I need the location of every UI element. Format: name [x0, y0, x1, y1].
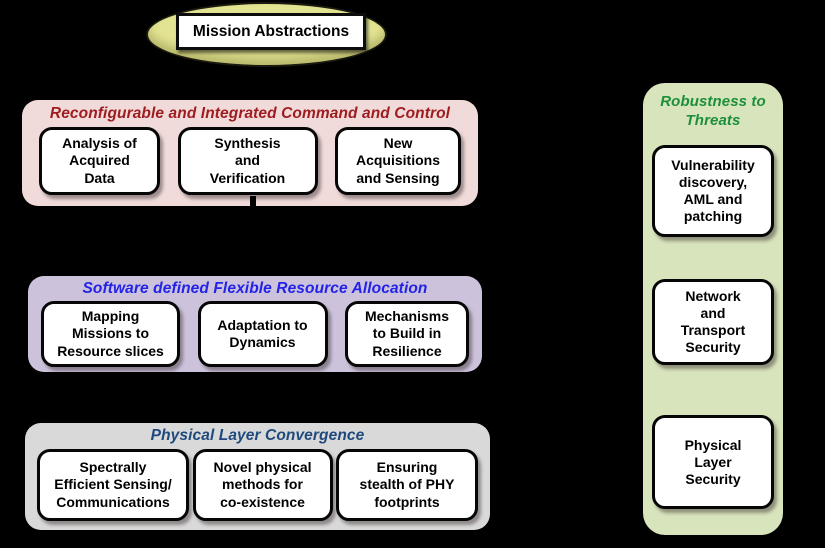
panel-robustness-to-threats-title: Robustness to Threats [660, 93, 766, 130]
node-vulnerability-discovery-aml-and-patching: Vulnerability discovery, AML and patchin… [652, 145, 774, 238]
node-new-acquisitions-and-sensing: New Acquisitions and Sensing [335, 127, 461, 195]
node-analysis-of-acquired-data: Analysis of Acquired Data [39, 127, 160, 195]
node-mapping-missions-to-resource-slices: Mapping Missions to Resource slices [41, 301, 180, 367]
panel-physical-layer-convergence-title: Physical Layer Convergence [150, 427, 365, 444]
panel-command-control-title: Reconfigurable and Integrated Command an… [49, 105, 451, 122]
node-spectrally-efficient-sensing-communications: Spectrally Efficient Sensing/ Communicat… [37, 449, 189, 521]
panel-command-control-boxes: Analysis of Acquired Data Synthesis and … [22, 123, 478, 195]
panel-robustness-to-threats: Robustness to Threats Vulnerability disc… [643, 83, 783, 535]
node-adaptation-to-dynamics: Adaptation to Dynamics [197, 301, 328, 367]
node-network-and-transport-security: Network and Transport Security [652, 279, 774, 366]
panel-resource-allocation: Software defined Flexible Resource Alloc… [28, 276, 482, 372]
mission-abstractions-label: Mission Abstractions [192, 22, 350, 40]
node-ensuring-stealth-of-phy-footprints: Ensuring stealth of PHY footprints [336, 449, 478, 521]
node-novel-physical-methods-for-coexistence: Novel physical methods for co-existence [192, 449, 333, 521]
panel-resource-allocation-title: Software defined Flexible Resource Alloc… [82, 280, 428, 297]
mission-abstractions-node: Mission Abstractions [176, 13, 366, 50]
panel-resource-allocation-boxes: Mapping Missions to Resource slices Adap… [28, 298, 482, 367]
panel-physical-layer-convergence-boxes: Spectrally Efficient Sensing/ Communicat… [25, 445, 490, 521]
node-mechanisms-to-build-in-resilience: Mechanisms to Build in Resilience [345, 301, 469, 367]
panel-command-control: Reconfigurable and Integrated Command an… [22, 100, 478, 206]
node-synthesis-and-verification: Synthesis and Verification [177, 127, 318, 195]
panel-physical-layer-convergence: Physical Layer Convergence Spectrally Ef… [25, 423, 490, 530]
node-physical-layer-security: Physical Layer Security [652, 415, 774, 510]
connector-stub [250, 196, 256, 211]
